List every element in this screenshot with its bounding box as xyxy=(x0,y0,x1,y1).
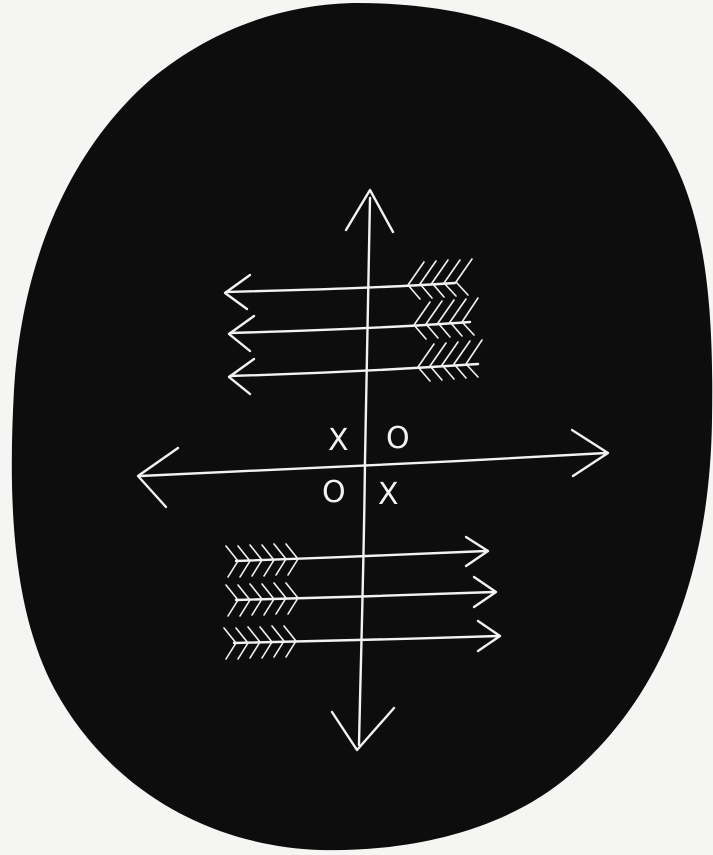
quadrant-mark-bottom-right: X xyxy=(378,477,399,512)
quadrant-mark-top-right: O xyxy=(386,421,410,456)
quadrant-mark-top-left: X xyxy=(328,423,349,458)
black-oval-background xyxy=(12,3,712,850)
quadrant-mark-bottom-left: O xyxy=(322,475,346,510)
